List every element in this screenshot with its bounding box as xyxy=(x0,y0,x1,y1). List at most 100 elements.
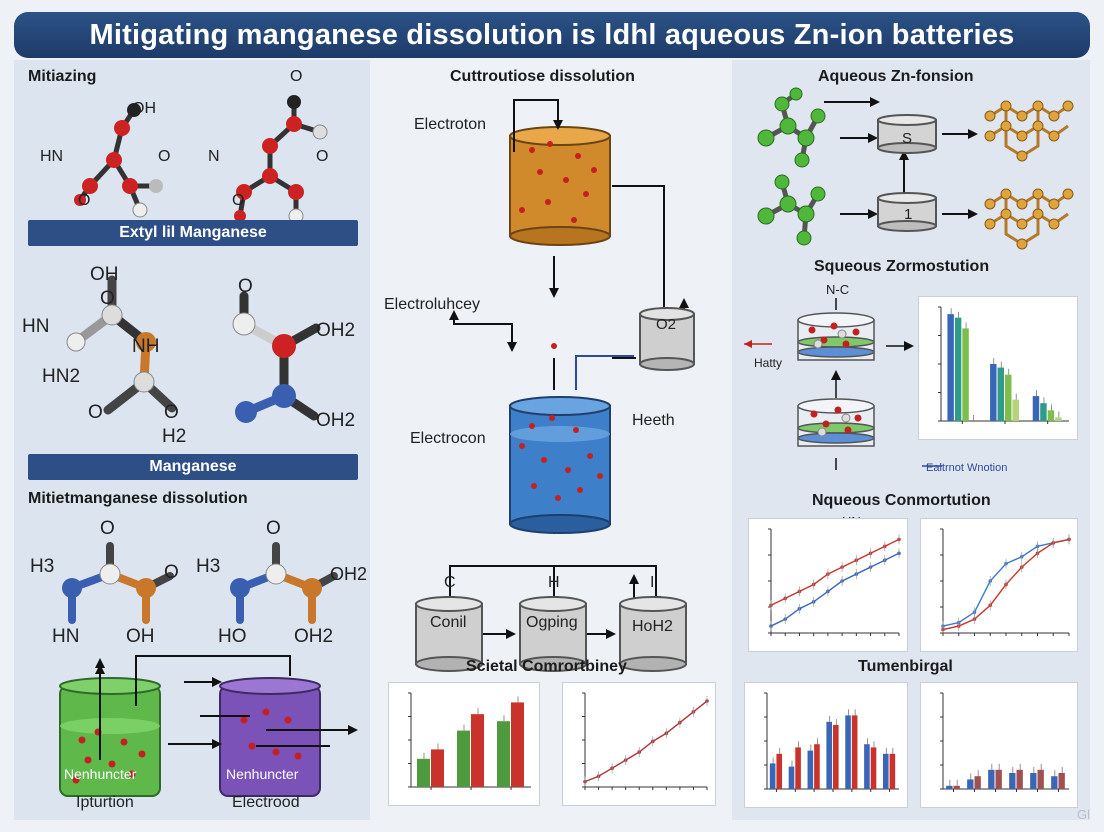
bar xyxy=(1051,776,1058,789)
label-electroton: Electroton xyxy=(414,116,487,133)
bar xyxy=(497,721,510,787)
bar xyxy=(967,779,974,789)
middle-heading: Cuttroutiose dissolution xyxy=(450,68,635,85)
bar xyxy=(864,744,870,789)
middle-panel: Cuttroutiose dissolution Electroton Elec… xyxy=(372,60,730,820)
right-heading-bottom: Tumenbirgal xyxy=(858,658,953,675)
left-bottom-arrows xyxy=(95,655,291,760)
bar xyxy=(1005,374,1012,421)
mol3-h2: H2 xyxy=(162,426,187,447)
mol2-n: N xyxy=(208,148,220,165)
green-beaker-label: Nenhuncter xyxy=(64,766,137,782)
title-banner: Mitigating manganese dissolution is ldhl… xyxy=(14,12,1090,58)
bar xyxy=(889,753,896,789)
molecule-6 xyxy=(230,542,338,624)
chart-bars-right-bottom-left xyxy=(744,682,908,808)
right-heading-mid: Squeous Zormostution xyxy=(814,258,990,275)
cylinder-caption-h: Ogping xyxy=(526,614,578,631)
mol3-nh: NH xyxy=(132,336,160,357)
mol6-oh2-right: OH2 xyxy=(330,564,368,584)
molecule-1 xyxy=(74,103,163,218)
bar xyxy=(946,785,953,789)
cylinder-h: H xyxy=(548,574,560,591)
cylinder-caption-c: Conil xyxy=(430,614,467,631)
mol3-o2: O xyxy=(88,402,103,423)
bar xyxy=(417,758,430,787)
bar xyxy=(769,763,776,789)
bar xyxy=(947,314,954,421)
chart-bars-right-bottom-right-svg xyxy=(940,692,1069,792)
mol5-o1: O xyxy=(100,518,115,539)
molecule-2 xyxy=(234,95,328,224)
mol5-oh: OH xyxy=(126,626,155,647)
mol5-h3: H3 xyxy=(30,556,55,577)
mol1-oh: OH xyxy=(132,100,156,117)
mol5-hn: HN xyxy=(52,626,80,647)
bar xyxy=(431,749,444,787)
mol4-o: O xyxy=(238,276,253,297)
molecule-3 xyxy=(66,275,177,415)
mol1-o2: O xyxy=(158,148,171,165)
bar xyxy=(826,721,832,789)
bar xyxy=(1058,773,1065,789)
mol2-o3: O xyxy=(232,192,245,209)
bar xyxy=(1047,410,1055,421)
bar xyxy=(882,753,889,789)
mol4-oh2-top: OH2 xyxy=(316,320,356,341)
box-label-1: 1 xyxy=(904,206,913,223)
process-diagram xyxy=(415,99,695,672)
chart-line-right-right-svg xyxy=(940,528,1071,636)
box-label-s: S xyxy=(902,130,913,147)
mol6-o: O xyxy=(266,518,281,539)
mol2-o1: O xyxy=(290,68,303,85)
chart-line-right-left-svg xyxy=(768,528,901,636)
stack-label-left: Hatty xyxy=(754,356,783,370)
right-heading-top: Aqueous Zn-fonsion xyxy=(818,68,974,85)
bar xyxy=(1032,396,1040,421)
chart-line-right-right xyxy=(920,518,1078,652)
bar xyxy=(788,766,795,789)
bar xyxy=(953,785,960,789)
chart-line-middle xyxy=(562,682,716,806)
label-electroluhcey: Electroluhcey xyxy=(384,296,481,313)
bar xyxy=(1009,773,1016,789)
right-panel: Aqueous Zn-fonsion xyxy=(732,60,1090,820)
chart-line-middle-svg xyxy=(582,692,709,790)
mol2-o2: O xyxy=(316,148,329,165)
middle-heading-bottom: Scietal Comrortbiney xyxy=(466,658,627,675)
watermark: Gl xyxy=(1077,807,1090,822)
green-beaker-caption: Ipturtion xyxy=(76,794,134,811)
bar xyxy=(1030,773,1037,789)
bar xyxy=(988,769,995,789)
section-bar-extyl: Extyl lil Manganese xyxy=(28,220,358,246)
mol5-o2: O xyxy=(164,562,179,583)
bar xyxy=(1055,417,1062,421)
bar xyxy=(962,328,969,421)
stack-legend: Ealtrnot Wnotion xyxy=(926,462,1008,474)
layer-stack-diagram xyxy=(744,298,942,470)
molecule-4 xyxy=(232,291,321,423)
chart-bars-middle-svg xyxy=(408,692,531,790)
series-line xyxy=(770,552,900,627)
bar xyxy=(1016,769,1023,789)
chart-line-right-left xyxy=(748,518,908,652)
green-beaker xyxy=(59,664,161,797)
bar xyxy=(990,364,997,421)
mol3-o1: O xyxy=(100,288,115,309)
series-line xyxy=(584,700,708,783)
bar xyxy=(457,730,470,787)
mol3-oh: OH xyxy=(90,264,119,285)
chart-bars-middle xyxy=(388,682,540,806)
chart-bars-right-bottom-left-svg xyxy=(764,692,899,792)
mol1-hn: HN xyxy=(40,148,64,165)
bar xyxy=(814,744,820,789)
stack-label-top: N-C xyxy=(826,282,850,297)
bar xyxy=(471,714,484,787)
chart-bars-right-mid-svg xyxy=(938,306,1069,424)
mol6-h3: H3 xyxy=(196,556,221,577)
label-heeth: Heeth xyxy=(632,412,675,429)
bar xyxy=(995,769,1002,789)
bar xyxy=(851,715,858,789)
series-line xyxy=(770,538,900,606)
